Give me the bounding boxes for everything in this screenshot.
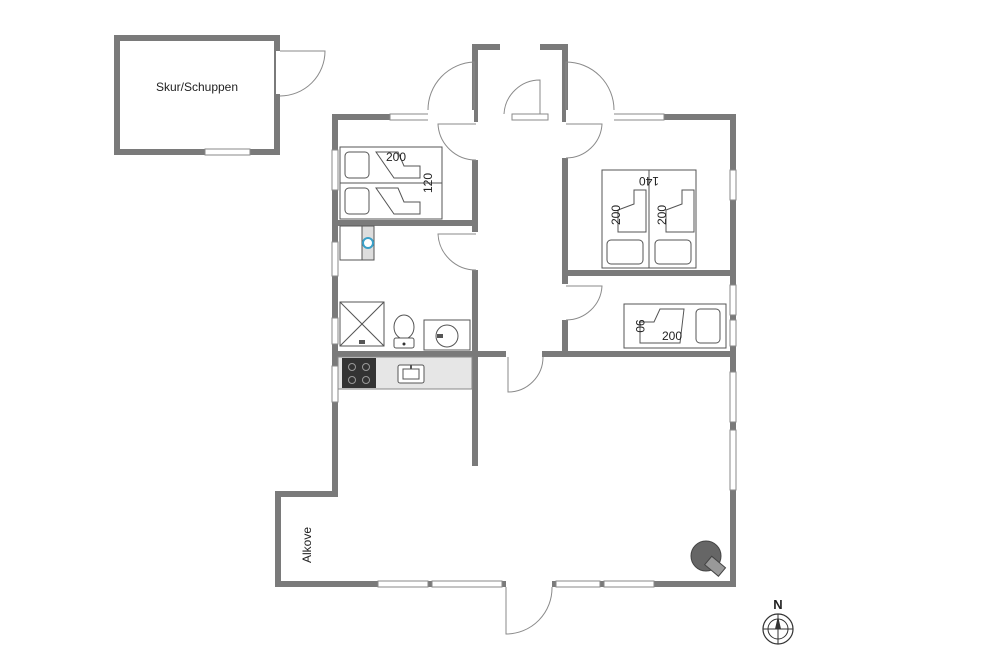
window bbox=[331, 365, 339, 403]
bed-2: 140 200 200 bbox=[601, 169, 697, 269]
bed-2-width-label: 140 bbox=[639, 174, 659, 188]
window bbox=[389, 113, 431, 121]
bed-3-length-label: 200 bbox=[662, 329, 682, 343]
window bbox=[331, 317, 339, 345]
door-entrance-left[interactable] bbox=[427, 61, 475, 111]
bed-1: 200 120 bbox=[339, 146, 443, 220]
bed-1-width-label: 120 bbox=[421, 173, 435, 193]
door-terrace[interactable] bbox=[505, 586, 553, 635]
sink-icon bbox=[397, 364, 425, 384]
shed-label: Skur/Schuppen bbox=[156, 80, 238, 94]
door-bedroom-1[interactable] bbox=[437, 123, 477, 161]
window bbox=[331, 149, 339, 191]
bed-2-length-label-b: 200 bbox=[655, 205, 669, 225]
windows bbox=[331, 113, 737, 588]
shed-window bbox=[204, 148, 251, 156]
shed-door-gap bbox=[276, 51, 284, 94]
window bbox=[729, 429, 737, 491]
washbasin-icon bbox=[423, 319, 471, 351]
door-bedroom-2[interactable] bbox=[565, 123, 603, 159]
window bbox=[431, 580, 503, 588]
window bbox=[729, 319, 737, 347]
window bbox=[331, 241, 339, 277]
washing-machine-icon bbox=[339, 225, 375, 261]
door-bedroom-3[interactable] bbox=[565, 285, 603, 321]
window bbox=[729, 169, 737, 201]
stove-icon bbox=[342, 358, 376, 388]
kitchen bbox=[337, 356, 473, 390]
window bbox=[611, 113, 665, 121]
compass-north-label: N bbox=[773, 597, 782, 612]
door-living[interactable] bbox=[507, 356, 544, 393]
shed: Skur/Schuppen bbox=[114, 35, 326, 156]
toilet-icon bbox=[393, 314, 415, 349]
window bbox=[603, 580, 655, 588]
door-bathroom[interactable] bbox=[437, 233, 477, 271]
alcove-label: Alkove bbox=[300, 527, 314, 563]
shed-door[interactable] bbox=[279, 50, 326, 97]
doors bbox=[427, 44, 615, 635]
bed-3-width-label: 90 bbox=[633, 319, 647, 333]
window bbox=[555, 580, 601, 588]
window bbox=[377, 580, 429, 588]
window bbox=[511, 113, 549, 121]
bed-3: 200 90 bbox=[623, 303, 727, 349]
door-entrance-right[interactable] bbox=[565, 61, 615, 111]
shower-icon bbox=[339, 301, 385, 347]
compass-icon: N bbox=[762, 597, 794, 645]
window bbox=[729, 284, 737, 316]
fireplace-icon bbox=[690, 540, 727, 577]
bathroom bbox=[339, 225, 471, 351]
door-vestibule[interactable] bbox=[503, 79, 541, 115]
bed-2-length-label-a: 200 bbox=[609, 205, 623, 225]
window bbox=[729, 371, 737, 423]
bed-1-length-label: 200 bbox=[386, 150, 406, 164]
